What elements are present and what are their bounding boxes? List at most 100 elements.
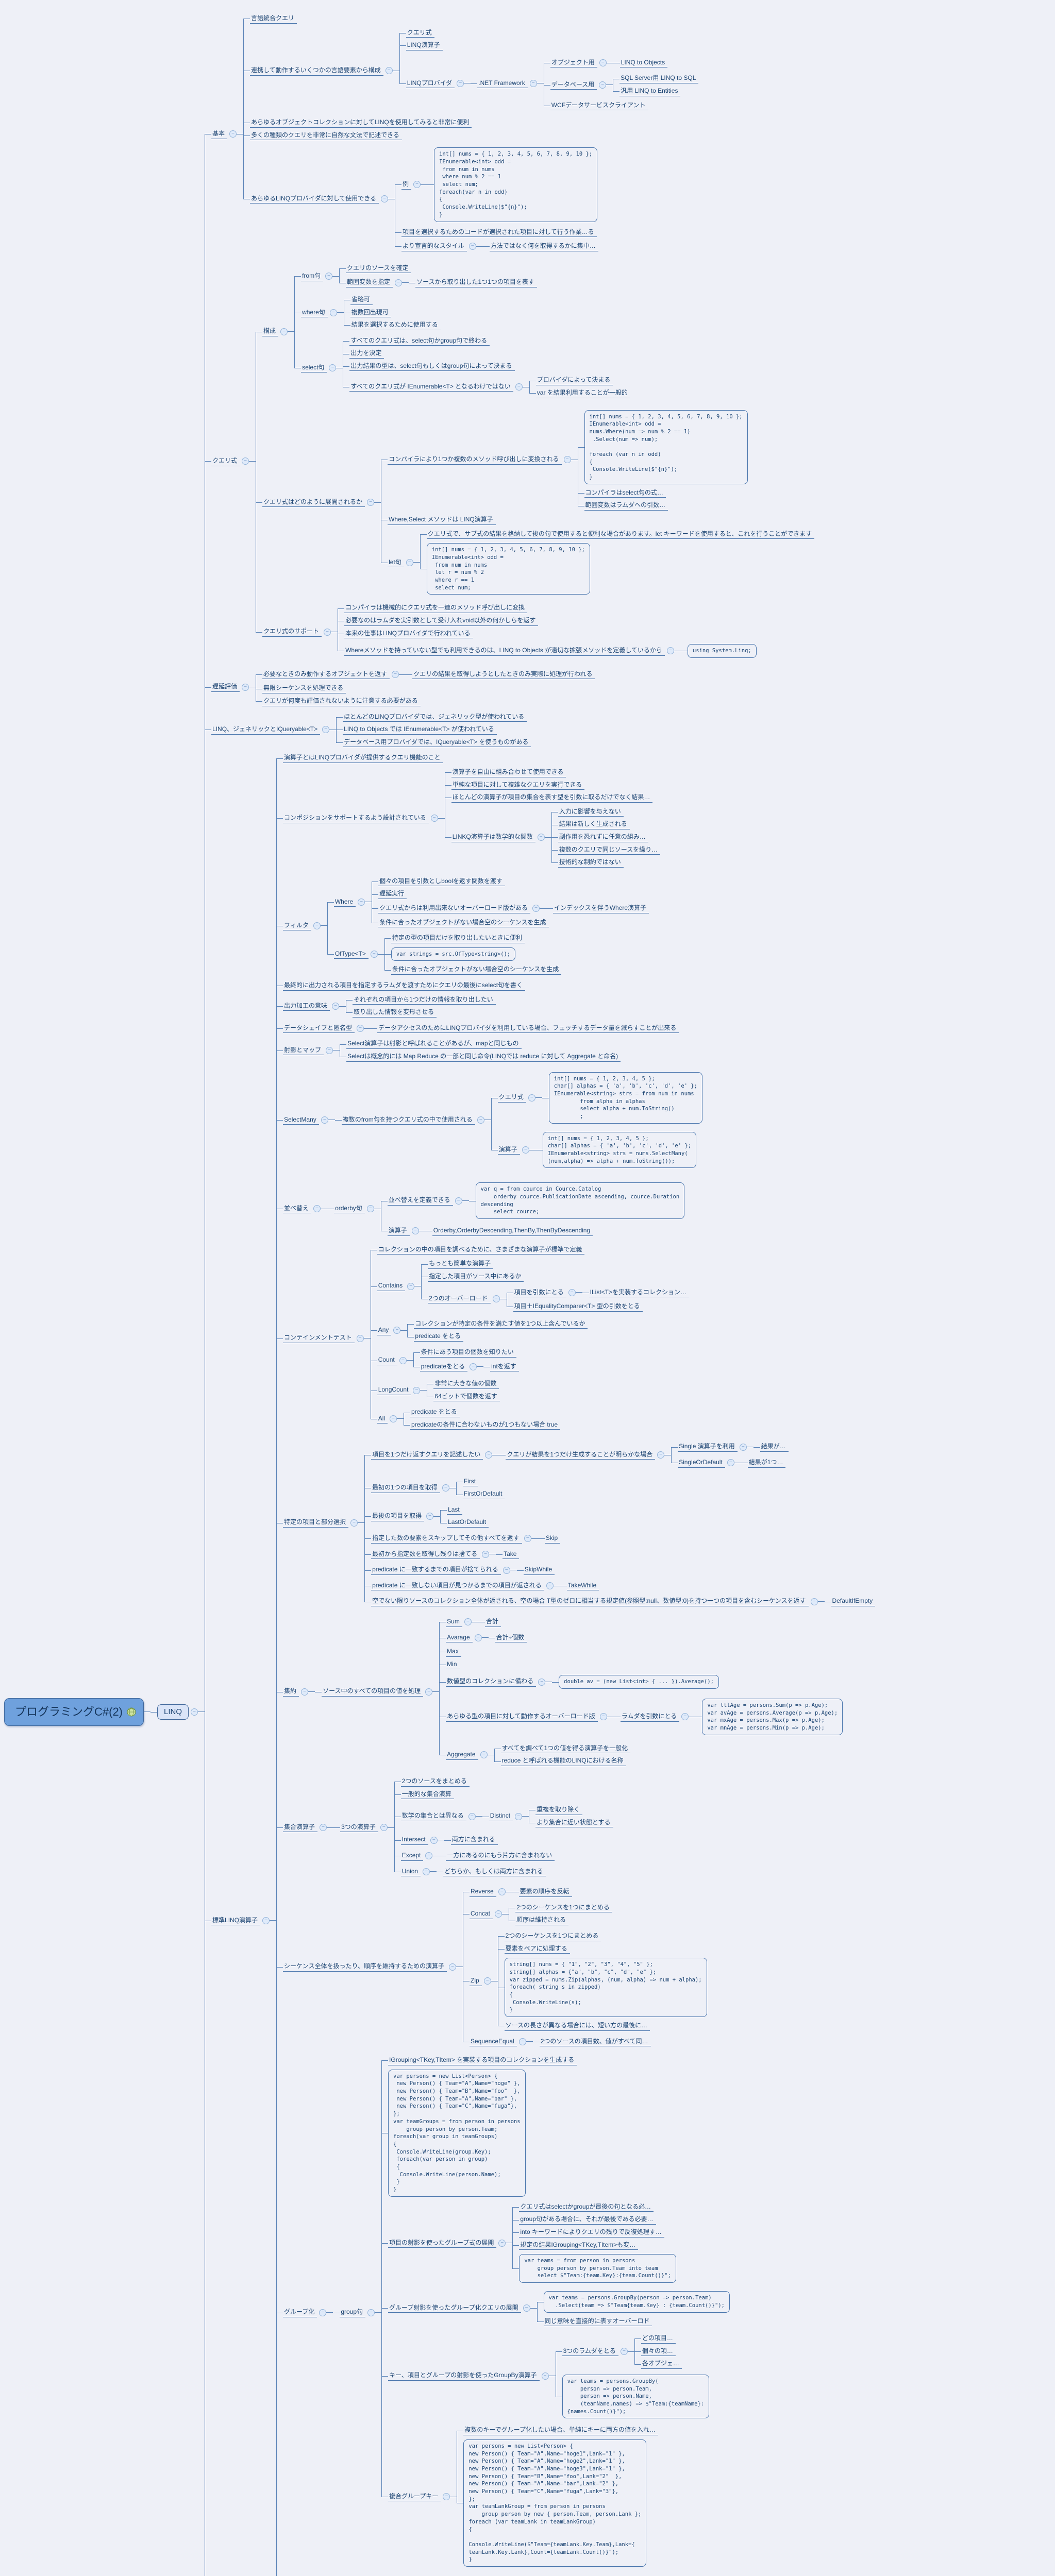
- collapse-minus-icon[interactable]: −: [492, 1295, 500, 1303]
- topic-label[interactable]: SelectMany: [283, 1115, 319, 1125]
- collapse-minus-icon[interactable]: −: [523, 2304, 530, 2312]
- collapse-minus-icon[interactable]: −: [681, 1713, 689, 1721]
- topic-label[interactable]: 技術的な制約ではない: [558, 858, 624, 868]
- collapse-minus-icon[interactable]: −: [326, 1046, 333, 1054]
- collapse-minus-icon[interactable]: −: [518, 2038, 526, 2045]
- topic-label[interactable]: SkipWhile: [523, 1565, 555, 1575]
- topic-label[interactable]: predicate に一致しない項目が見つかるまでの項目が返される: [371, 1581, 544, 1591]
- code-block[interactable]: var teams = from person in persons group…: [519, 2254, 676, 2283]
- topic-label[interactable]: 2つのオーバーロード: [428, 1294, 491, 1304]
- topic-label[interactable]: すべてのクエリ式は、select句かgroup句で終わる: [349, 336, 490, 346]
- topic-label[interactable]: ソース中のすべての項目の値を処理: [322, 1687, 424, 1697]
- collapse-minus-icon[interactable]: −: [313, 922, 321, 929]
- topic-label[interactable]: LastOrDefault: [447, 1518, 489, 1528]
- topic-label[interactable]: あらゆるLINQプロバイダに対して使用できる: [250, 194, 379, 204]
- topic-label[interactable]: 複合グループキー: [388, 2492, 441, 2502]
- collapse-minus-icon[interactable]: −: [406, 558, 413, 566]
- topic-label[interactable]: データシェイプと匿名型: [283, 1024, 355, 1033]
- topic-label[interactable]: Last: [447, 1505, 462, 1515]
- collapse-minus-icon[interactable]: −: [380, 1824, 388, 1832]
- topic-label[interactable]: 最後の項目を取得: [371, 1512, 425, 1521]
- topic-label[interactable]: 射影とマップ: [283, 1046, 324, 1056]
- topic-label[interactable]: var を結果利用することが一般的: [535, 388, 630, 398]
- topic-label[interactable]: 汎用 LINQ to Entities: [619, 87, 681, 96]
- collapse-minus-icon[interactable]: −: [485, 1451, 493, 1459]
- collapse-minus-icon[interactable]: −: [356, 1334, 364, 1342]
- topic-label[interactable]: SQL Server用 LINQ to SQL: [619, 74, 699, 83]
- collapse-minus-icon[interactable]: −: [229, 130, 237, 138]
- topic-label[interactable]: Where,Select メソッドは LINQ演算子: [388, 515, 496, 525]
- topic-label[interactable]: let句: [388, 558, 404, 568]
- collapse-minus-icon[interactable]: −: [503, 1566, 510, 1574]
- topic-label[interactable]: コレクションの中の項目を調べるために、さまざまな演算子が標準で定義: [377, 1245, 585, 1255]
- collapse-minus-icon[interactable]: −: [515, 1812, 523, 1820]
- topic-label[interactable]: 演算子とはLINQプロバイダが提供するクエリ機能のこと: [283, 753, 443, 763]
- collapse-minus-icon[interactable]: −: [538, 1678, 546, 1686]
- topic-label[interactable]: どちらか、もしくは両方に含まれる: [443, 1867, 546, 1877]
- code-block[interactable]: var ttlAge = persons.Sum(p => p.Age); va…: [702, 1699, 843, 1735]
- topic-label[interactable]: Reverse: [469, 1887, 496, 1897]
- topic-label[interactable]: コンテインメントテスト: [283, 1333, 355, 1343]
- collapse-minus-icon[interactable]: −: [470, 1363, 477, 1370]
- topic-label[interactable]: 遅延評価: [211, 682, 240, 692]
- collapse-minus-icon[interactable]: −: [313, 1205, 321, 1213]
- collapse-minus-icon[interactable]: −: [407, 1282, 415, 1290]
- topic-label[interactable]: 同じ意味を直接的に表すオーバーロド: [543, 2317, 652, 2327]
- collapse-minus-icon[interactable]: −: [483, 1977, 491, 1985]
- collapse-minus-icon[interactable]: −: [191, 1708, 198, 1716]
- collapse-minus-icon[interactable]: −: [357, 1025, 364, 1032]
- code-block[interactable]: var persons = new List<Person> { new Per…: [463, 2439, 647, 2567]
- topic-label[interactable]: 出力を決定: [349, 349, 384, 359]
- topic-label[interactable]: LINQ、ジェネリックとIQueryable<T>: [211, 725, 321, 735]
- collapse-minus-icon[interactable]: −: [329, 364, 337, 372]
- collapse-minus-icon[interactable]: −: [457, 79, 464, 87]
- topic-label[interactable]: フィルタ: [283, 921, 311, 931]
- topic-label[interactable]: 3つの演算子: [340, 1823, 378, 1833]
- code-block[interactable]: var q = from cource in Cource.Catalog or…: [475, 1182, 685, 1219]
- topic-label[interactable]: 基本: [211, 129, 228, 139]
- topic-label[interactable]: 複数のfrom句を持つクエリ式の中で使用される: [341, 1115, 475, 1125]
- topic-label[interactable]: All: [377, 1414, 388, 1424]
- topic-label[interactable]: Count: [377, 1355, 397, 1365]
- collapse-minus-icon[interactable]: −: [529, 79, 537, 87]
- topic-label[interactable]: 条件に合ったオブジェクトがない場合空のシーケンスを生成: [391, 965, 562, 975]
- topic-label[interactable]: 結果が1つ…: [747, 1458, 786, 1468]
- collapse-minus-icon[interactable]: −: [532, 905, 540, 912]
- topic-label[interactable]: あらゆるオブジェクトコレクションに対してLINQを使用してみると非常に便利: [250, 118, 472, 128]
- code-block[interactable]: int[] nums = { 1, 2, 3, 4, 5 }; char[] a…: [542, 1131, 696, 1168]
- topic-label[interactable]: predicateの条件に合わないものが1つもない場合 true: [410, 1420, 561, 1430]
- topic-label[interactable]: 特定の項目と部分選択: [283, 1518, 349, 1528]
- topic-label[interactable]: 範囲変数を指定: [346, 278, 393, 287]
- collapse-minus-icon[interactable]: −: [399, 1357, 407, 1364]
- topic-label[interactable]: キー、項目とグループの射影を使ったGroupBy演算子: [388, 2371, 540, 2381]
- topic-label[interactable]: Take: [503, 1550, 520, 1560]
- topic-label[interactable]: ほとんどの演算子が項目の集合を表す型を引数に取るだけでなく結果…: [451, 793, 653, 803]
- topic-label[interactable]: コンパイラは機械的にクエリ式を一連のメソッド呼び出しに変換: [344, 603, 528, 613]
- topic-label[interactable]: 連携して動作するいくつかの言語要素から構成: [250, 66, 383, 76]
- central-topic-linq[interactable]: LINQ: [157, 1704, 189, 1720]
- code-block[interactable]: var persons = new List<Person> { new Per…: [388, 2069, 526, 2197]
- collapse-minus-icon[interactable]: −: [425, 1688, 433, 1696]
- topic-label[interactable]: Single 演算子を利用: [678, 1442, 738, 1452]
- topic-label[interactable]: シーケンス全体を扱ったり、順序を維持するための演算子: [283, 1962, 447, 1972]
- topic-label[interactable]: ソースから取り出した1つ1つの項目を表す: [415, 278, 537, 287]
- collapse-minus-icon[interactable]: −: [423, 1868, 430, 1875]
- topic-label[interactable]: 多くの種類のクエリを非常に自然な文法で記述できる: [250, 131, 402, 141]
- code-block[interactable]: int[] nums = { 1, 2, 3, 4, 5, 6, 7, 8, 9…: [434, 147, 598, 222]
- topic-label[interactable]: 出力結果の型は、select句もしくはgroup句によって決まる: [349, 362, 515, 371]
- topic-label[interactable]: より宣言的なスタイル: [401, 242, 467, 251]
- topic-label[interactable]: ラムダを引数にとる: [620, 1712, 680, 1722]
- topic-label[interactable]: 数学の集合とは異なる: [400, 1811, 466, 1822]
- topic-label[interactable]: 3つのラムダをとる: [562, 2347, 618, 2357]
- topic-label[interactable]: Any: [377, 1326, 392, 1335]
- collapse-minus-icon[interactable]: −: [358, 898, 365, 906]
- topic-label[interactable]: 演算子: [497, 1145, 520, 1155]
- topic-label[interactable]: Whereメソッドを持っていない型でも利用できるのは、LINQ to Objec…: [344, 646, 665, 656]
- topic-label[interactable]: IGrouping<TKey,TItem> を実装する項目のコレクションを生成す…: [388, 2056, 577, 2065]
- topic-label[interactable]: 複数のクエリで同じソースを繰り…: [558, 845, 661, 855]
- topic-label[interactable]: クエリ式で、サブ式の結果を格納して後の句で使用すると便利な場合があります。let…: [426, 530, 815, 539]
- collapse-minus-icon[interactable]: −: [385, 67, 393, 75]
- topic-label[interactable]: クエリが結果を1つだけ生成することが明らかな場合: [506, 1450, 656, 1460]
- topic-label[interactable]: predicate をとる: [410, 1408, 460, 1417]
- collapse-minus-icon[interactable]: −: [242, 457, 249, 465]
